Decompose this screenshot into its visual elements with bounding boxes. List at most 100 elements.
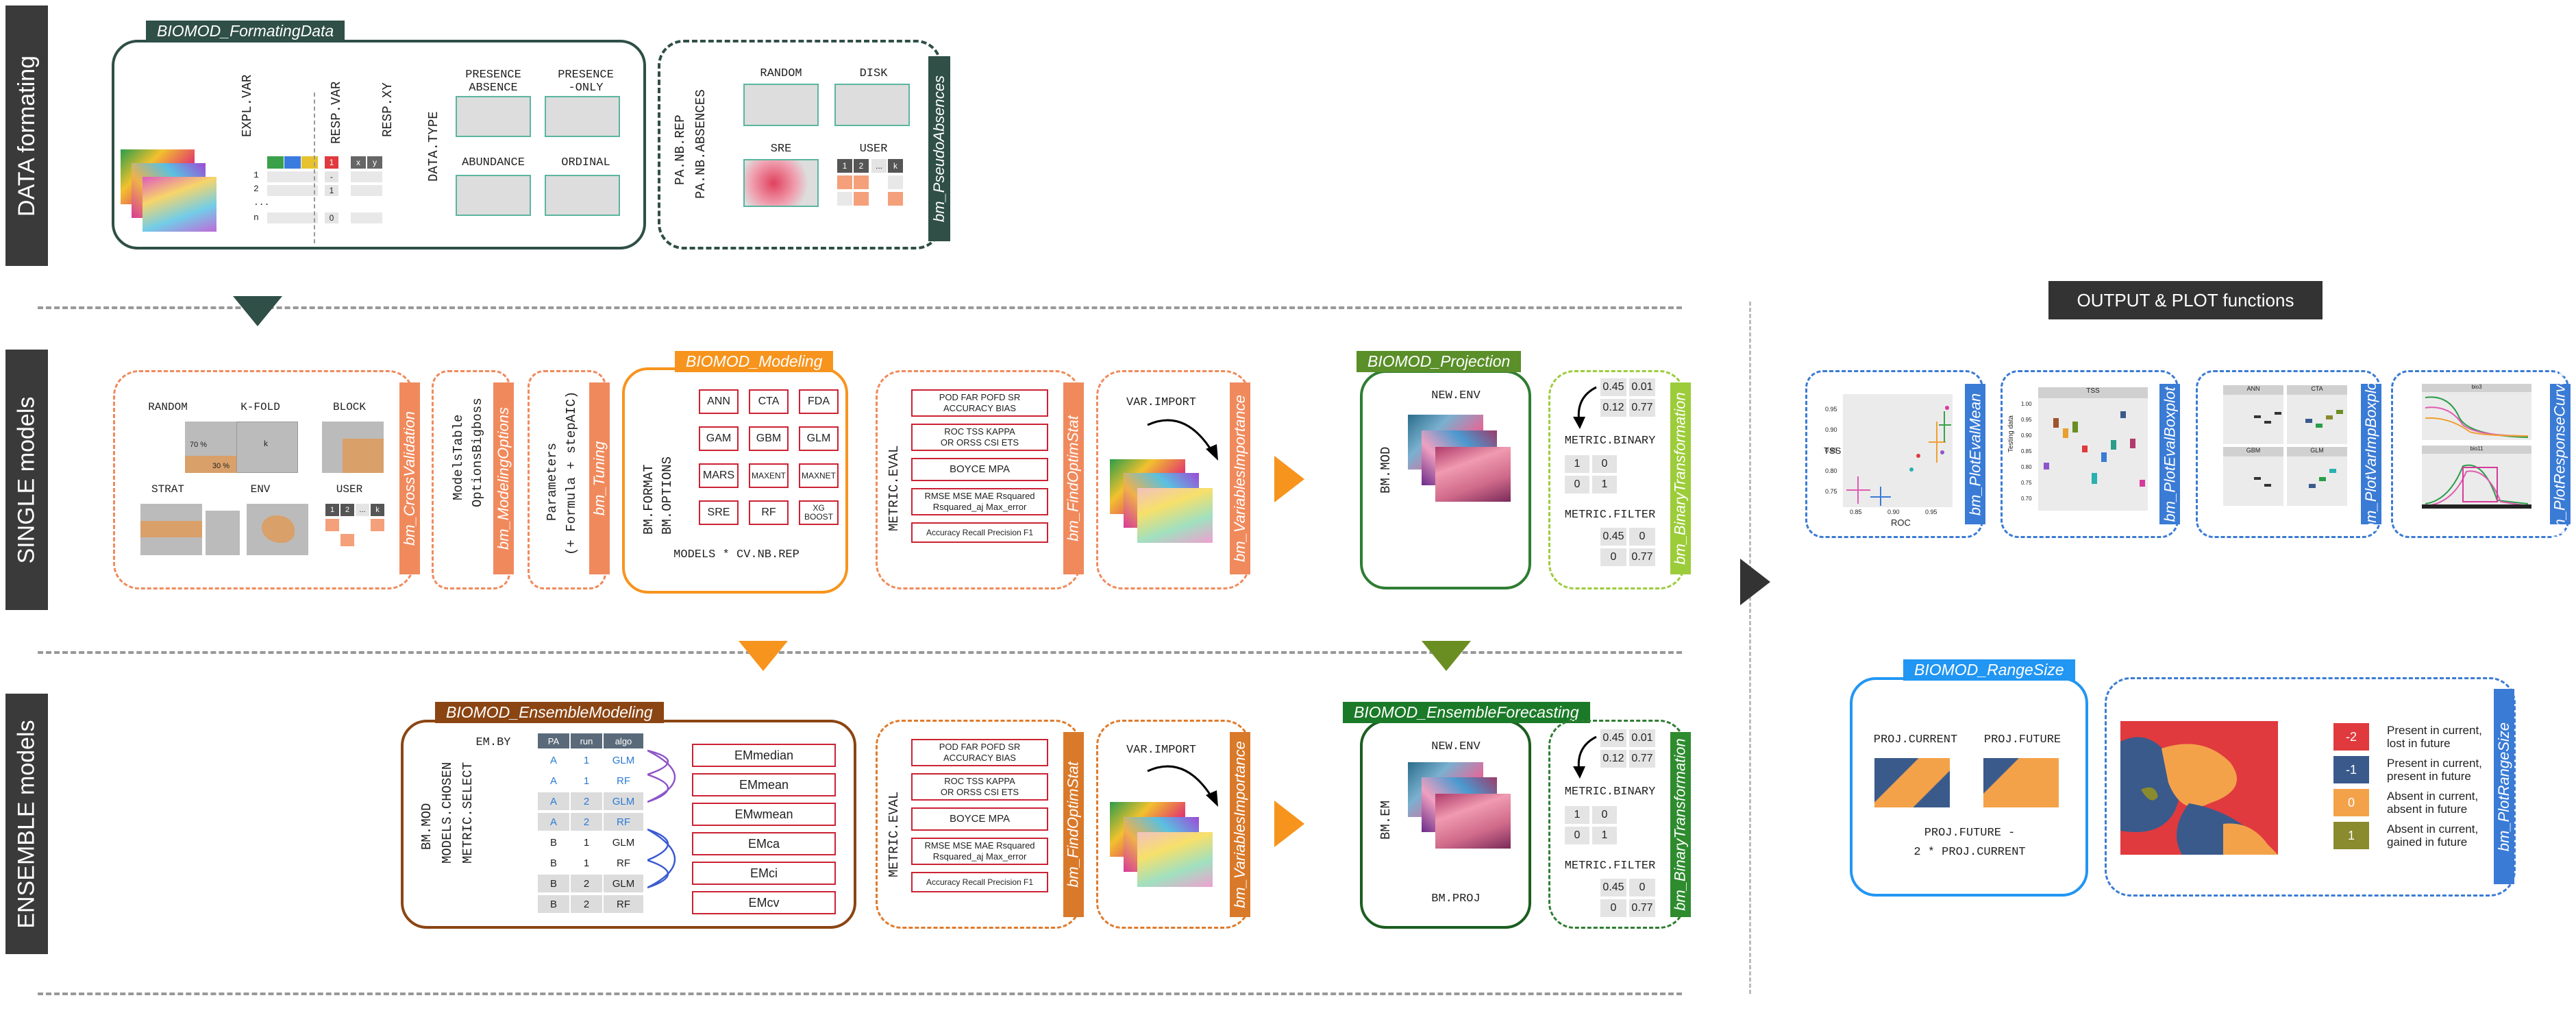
cv-kfold-k: k <box>264 439 268 448</box>
pseudo-tab-text: bm_PseudoAbsences <box>930 75 948 223</box>
map-disk <box>834 84 910 126</box>
evalmean-xlabel: ROC <box>1891 517 1911 528</box>
findoptim-tab: bm_FindOptimStat <box>1063 382 1084 574</box>
plot-varimp-tab-text: bm_PlotVarImpBoxplot <box>2362 377 2379 531</box>
ens-filter-4: 0.77 <box>1629 899 1655 917</box>
pa-user-2: 2 <box>854 159 869 173</box>
evalbox-ytick-4: 0.85 <box>2021 448 2032 454</box>
metric-5: Accuracy Recall Precision F1 <box>911 522 1048 543</box>
pa-user-grid-6 <box>888 192 903 206</box>
binary-tab-text: bm_BinaryTransformation <box>1672 392 1689 565</box>
em-median: EMmedian <box>692 744 836 767</box>
resp-val-3: 1 <box>325 185 338 196</box>
em-cv: EMcv <box>692 891 836 914</box>
arrow-right-ensemble <box>1274 801 1304 847</box>
explvar-header-yellow <box>301 156 318 169</box>
binout-2: 0 <box>1592 455 1617 473</box>
binary-tab: bm_BinaryTransformation <box>1670 382 1691 574</box>
resp-xy-label: RESP.XY <box>380 82 395 137</box>
evalmean-points <box>1846 406 1951 506</box>
ens-binout-3: 0 <box>1565 827 1589 844</box>
modeling-tag: BIOMOD_Modeling <box>675 351 834 372</box>
map-random <box>743 84 819 126</box>
response-curves <box>2422 396 2531 509</box>
separator-2 <box>38 651 1682 654</box>
findoptim-tab-text: bm_FindOptimStat <box>1065 415 1082 541</box>
ens-filter-2: 0 <box>1629 879 1655 897</box>
output-title: OUTPUT & PLOT functions <box>2048 281 2323 319</box>
arrow-right-single <box>1274 456 1304 502</box>
varimp-panel-3 <box>2223 452 2283 506</box>
metric-ens-3: BOYCE MPA <box>911 807 1048 831</box>
varimp-panel-4 <box>2287 452 2347 506</box>
cv-user-4: k <box>371 504 384 516</box>
varimp-strip-gbm: GBM <box>2223 447 2283 456</box>
arrow-down-data <box>233 296 282 326</box>
ensemble-cell: GLM <box>604 875 643 892</box>
ensemble-cell: 1 <box>571 751 602 769</box>
evalbox-ylabel: Testing data <box>2007 415 2015 452</box>
resp-var-label: RESP.VAR <box>329 81 344 144</box>
pa-method-random: RANDOM <box>760 67 802 80</box>
filter-ens-label: METRIC.FILTER <box>1564 860 1656 873</box>
formating-tag: BIOMOD_FormatingData <box>146 21 345 42</box>
metric-ens-5: Accuracy Recall Precision F1 <box>911 872 1048 892</box>
modeling-format: BM.FORMAT <box>641 464 656 535</box>
explvar-header-blue <box>284 156 301 169</box>
forecasting-tag: BIOMOD_EnsembleForecasting <box>1343 702 1590 723</box>
evalmean-ytick-3: 0.85 <box>1825 447 1837 454</box>
arrow-down-projection <box>1422 641 1471 671</box>
ensemble-cell: 2 <box>571 875 602 892</box>
cv-kfold-tile <box>236 422 298 473</box>
algo-mars: MARS <box>699 463 739 488</box>
em-mean: EMmean <box>692 773 836 796</box>
formating-box <box>112 40 646 249</box>
map-sre <box>743 159 819 207</box>
rangesize-tab-text: bm_PlotRangeSize <box>2495 722 2512 851</box>
pa-method-sre: SRE <box>770 143 792 156</box>
filter-3: 0 <box>1600 548 1626 566</box>
algo-glm: GLM <box>799 426 839 451</box>
evalmean-ytick-4: 0.80 <box>1825 467 1837 474</box>
ensemble-header-1: run <box>571 733 602 748</box>
resp-val-1: 1 <box>325 156 338 169</box>
plot-evalbox-tab-text: bm_PlotEvalBoxplot <box>2161 387 2179 522</box>
xy-x: x <box>351 156 366 169</box>
legend-text: Present in current, present in future <box>2387 757 2482 783</box>
forecasting-new-env: NEW.ENV <box>1431 740 1481 753</box>
response-panel-2 <box>2422 454 2531 509</box>
evalbox-ytick-7: 0.70 <box>2021 496 2032 502</box>
ensemble-cell: GLM <box>604 751 643 769</box>
ensemble-cell: A <box>538 813 569 831</box>
algo-fda: FDA <box>799 389 839 414</box>
binary-ens-label: METRIC.BINARY <box>1564 785 1656 799</box>
pa-method-user: USER <box>859 143 888 156</box>
explvar-cells-2 <box>267 185 318 196</box>
projection-new-env: NEW.ENV <box>1431 389 1481 402</box>
vertical-separator <box>1749 302 1751 994</box>
row-idx-4: n <box>253 212 259 223</box>
rangesize-map <box>2120 721 2278 855</box>
ens-bin-val-2: 0.01 <box>1629 729 1655 747</box>
ens-bin-val-1: 0.45 <box>1600 729 1626 747</box>
ensemble-cell: GLM <box>604 792 643 810</box>
forecasting-bm-em: BM.EM <box>1378 800 1394 840</box>
resp-divider <box>314 93 315 243</box>
explvar-header-green <box>267 156 284 169</box>
xy-y: y <box>367 156 382 169</box>
pseudo-tab: bm_PseudoAbsences <box>928 56 950 241</box>
tuning-text-2: (+ Formula + stepAIC) <box>564 391 579 555</box>
ensemble-cell: RF <box>604 813 643 831</box>
cv-user-grid-3 <box>371 519 384 531</box>
ensemble-cell: RF <box>604 772 643 790</box>
em-ca: EMca <box>692 832 836 855</box>
binary-tab-ens-text: bm_BinaryTransformation <box>1672 738 1689 911</box>
legend-text: Absent in current, absent in future <box>2387 790 2479 816</box>
evalbox-ytick-5: 0.80 <box>2021 464 2032 470</box>
bin-val-4: 0.77 <box>1629 399 1655 417</box>
evalmean-xtick-3: 0.95 <box>1925 509 1937 515</box>
em-wmean: EMwmean <box>692 803 836 826</box>
pa-user-3: ... <box>871 159 887 173</box>
cv-block: BLOCK <box>332 401 366 413</box>
varimp-tab: bm_VariablesImportance <box>1230 382 1250 574</box>
